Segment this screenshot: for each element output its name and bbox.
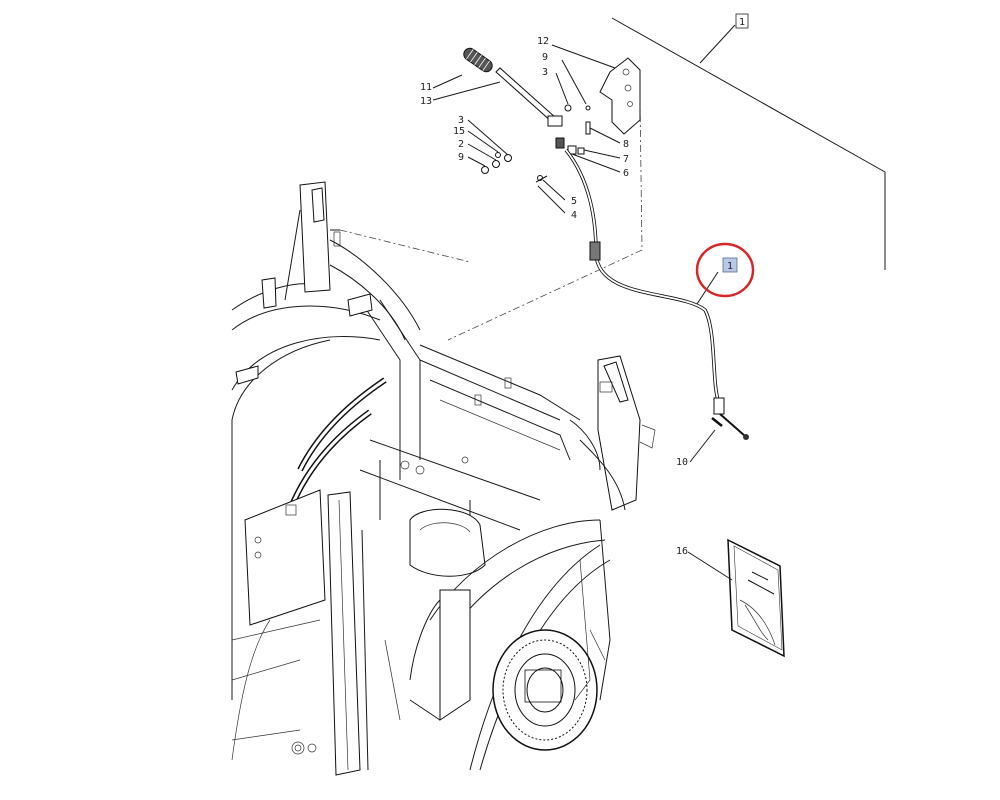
callout-4: 4 — [571, 210, 577, 221]
mounting-plate — [551, 44, 641, 135]
callout-12: 12 — [537, 36, 549, 47]
callout-3a: 3 — [542, 67, 548, 78]
callout-5: 5 — [571, 196, 577, 207]
lever-assembly — [432, 47, 563, 127]
projection-lines — [339, 99, 643, 341]
callout-9a: 9 — [542, 52, 548, 63]
operator-manual — [687, 538, 785, 658]
callout-9b: 9 — [458, 152, 464, 163]
callout-8: 8 — [623, 139, 629, 150]
highlight-circle — [695, 242, 755, 298]
callout-7: 7 — [623, 154, 629, 165]
callout-6: 6 — [623, 168, 629, 179]
chassis-frame — [231, 181, 656, 776]
callout-10: 10 — [676, 457, 688, 468]
callout-15: 15 — [453, 126, 465, 137]
highlighted-part-label[interactable]: 1 — [695, 242, 755, 298]
fastener-hardware — [467, 59, 621, 214]
wheel-hub — [492, 629, 598, 751]
highlighted-label-text: 1 — [727, 261, 733, 272]
callout-11: 11 — [420, 82, 432, 93]
callout-2: 2 — [458, 139, 464, 150]
assembly-bracket: 1 — [611, 13, 886, 270]
control-cable — [564, 148, 749, 463]
callout-16: 16 — [676, 546, 688, 557]
callout-3b: 3 — [458, 115, 464, 126]
callout-1-top: 1 — [739, 17, 745, 28]
callout-labels: 12 9 3 11 13 3 15 2 9 8 7 6 5 4 10 16 — [420, 36, 688, 557]
callout-13: 13 — [420, 96, 432, 107]
